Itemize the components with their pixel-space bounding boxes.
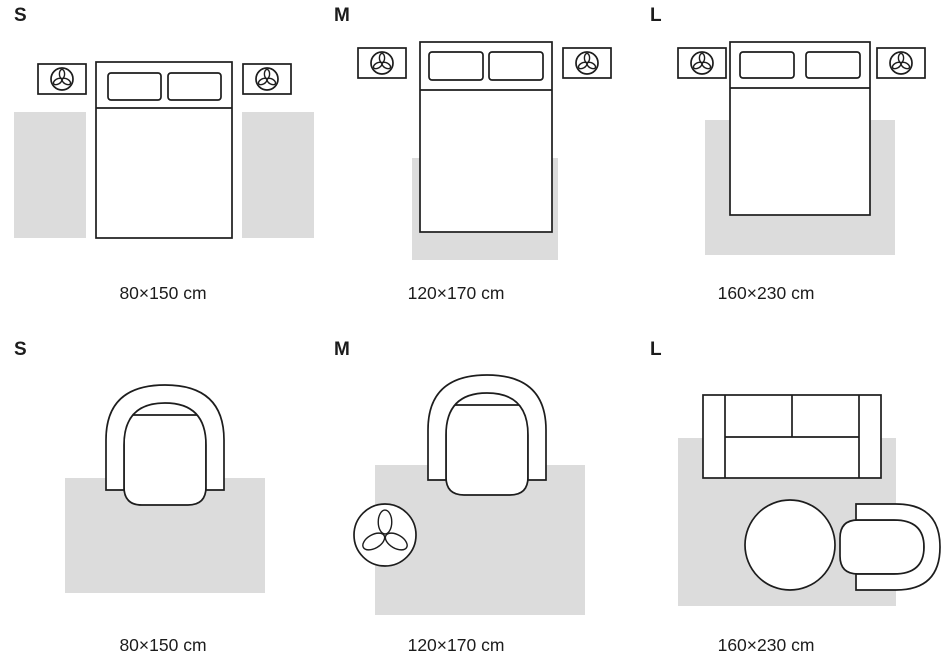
bedroom-m-illustration (357, 41, 612, 260)
pillow-left (428, 51, 484, 81)
rug-right (242, 112, 314, 238)
size-label-living-l: L (650, 339, 662, 360)
size-label-bedroom-m: M (334, 5, 350, 26)
pillow-right (167, 72, 222, 101)
pillow-right (805, 51, 861, 79)
living-s-illustration (65, 384, 265, 593)
pillow-left (739, 51, 795, 79)
dimension-caption-living-l: 160×230 cm (717, 635, 815, 655)
armchair-back (427, 374, 547, 481)
potted-plant (353, 503, 417, 567)
living-l-illustration (678, 394, 941, 606)
armchair-back (105, 384, 225, 491)
rug-left (14, 112, 86, 238)
size-label-living-s: S (14, 339, 27, 360)
size-label-living-m: M (334, 339, 350, 360)
bedroom-l-illustration (677, 41, 926, 255)
pillow-left (107, 72, 162, 101)
pillow-right (488, 51, 544, 81)
dimension-caption-living-m: 120×170 cm (407, 635, 505, 655)
living-m-illustration (353, 374, 585, 615)
dimension-caption-living-s: 80×150 cm (119, 635, 207, 655)
bedroom-s-illustration (14, 61, 314, 239)
size-label-bedroom-s: S (14, 5, 27, 26)
armchair-seat (123, 414, 207, 506)
dimension-caption-bedroom-s: 80×150 cm (119, 283, 207, 303)
dimension-caption-bedroom-m: 120×170 cm (407, 283, 505, 303)
armchair-seat (445, 404, 529, 496)
dimension-caption-bedroom-l: 160×230 cm (717, 283, 815, 303)
size-label-bedroom-l: L (650, 5, 662, 26)
armchair-seat (839, 519, 925, 575)
armchair-back (855, 503, 941, 591)
coffee-table (744, 499, 836, 591)
